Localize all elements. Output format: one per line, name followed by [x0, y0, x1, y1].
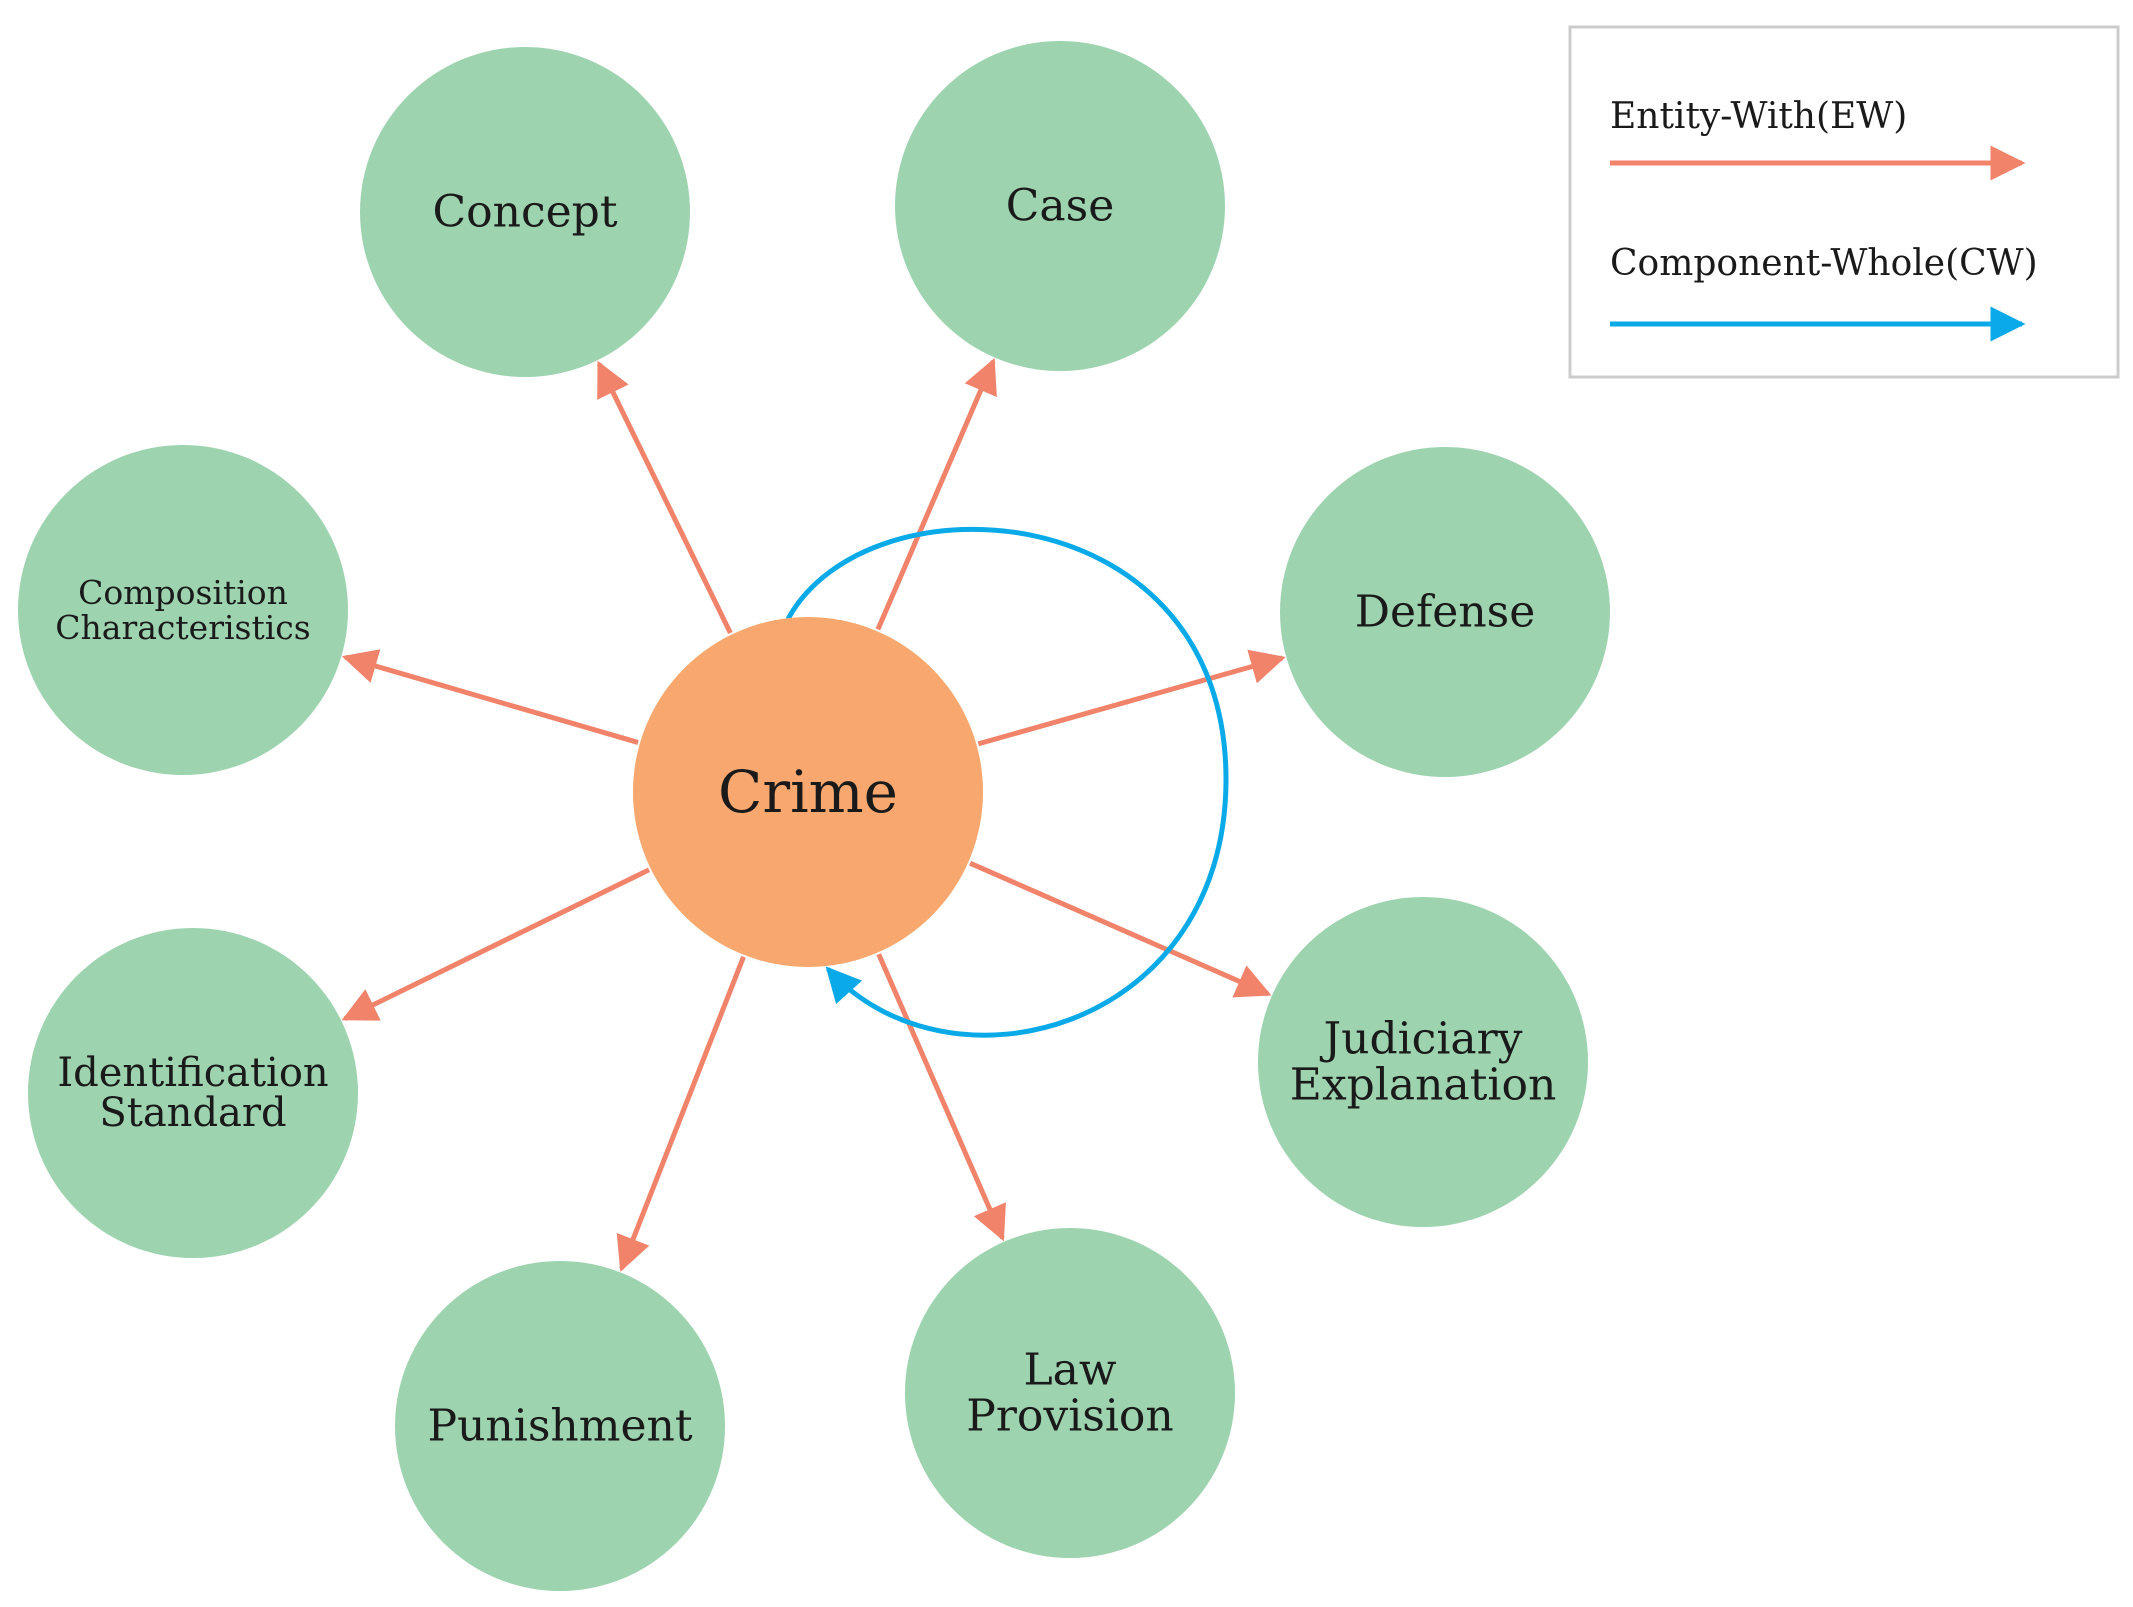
node-punishment: Punishment	[395, 1261, 725, 1591]
edge-crime-to-punishment	[616, 955, 746, 1272]
edge-crime-to-judiciary-explanation	[969, 860, 1272, 998]
edge-crime-to-composition-characteristics	[341, 649, 639, 745]
node-case: Case	[895, 41, 1225, 371]
legend-label-cw: Component-Whole(CW)	[1610, 243, 2038, 284]
legend-box	[1568, 25, 2120, 379]
node-label-law-provision-line-0: Law	[1023, 1345, 1116, 1396]
edge-crime-to-concept	[596, 360, 733, 635]
node-label-composition-characteristics-line-1: Characteristics	[55, 608, 310, 647]
edge-crime-self-loop	[785, 526, 1229, 1038]
node-crime: Crime	[633, 617, 983, 967]
node-label-punishment-line-0: Punishment	[427, 1401, 692, 1452]
node-label-identification-standard-line-1: Standard	[99, 1090, 286, 1136]
node-circle-punishment	[395, 1261, 725, 1591]
node-label-composition-characteristics-line-0: Composition	[78, 573, 288, 612]
node-circle-judiciary-explanation	[1258, 897, 1588, 1227]
node-circle-concept	[360, 47, 690, 377]
node-concept: Concept	[360, 47, 690, 377]
node-label-defense-line-0: Defense	[1355, 587, 1536, 638]
edge-crime-to-law-provision	[876, 953, 1006, 1242]
edge-crime-to-defense	[977, 649, 1286, 747]
node-defense: Defense	[1280, 447, 1610, 777]
edge-crime-to-identification-standard	[341, 867, 651, 1021]
legend-label-ew: Entity-With(EW)	[1610, 96, 1907, 137]
node-circle-case	[895, 41, 1225, 371]
node-circle-crime	[633, 617, 983, 967]
node-label-case-line-0: Case	[1006, 181, 1115, 232]
node-label-crime-line-0: Crime	[718, 758, 898, 826]
node-label-law-provision-line-1: Provision	[966, 1391, 1174, 1442]
node-label-concept-line-0: Concept	[432, 187, 617, 238]
node-circle-identification-standard	[28, 928, 358, 1258]
edges-layer	[341, 358, 1286, 1272]
node-circle-composition-characteristics	[18, 445, 348, 775]
node-label-judiciary-explanation-line-0: Judiciary	[1319, 1014, 1522, 1065]
node-circle-law-provision	[905, 1228, 1235, 1558]
node-label-identification-standard-line-0: Identification	[57, 1050, 328, 1096]
node-circle-defense	[1280, 447, 1610, 777]
legend: Entity-With(EW) Component-Whole(CW)	[1568, 25, 2120, 379]
edge-crime-to-case	[875, 358, 997, 631]
node-label-judiciary-explanation-line-1: Explanation	[1290, 1060, 1557, 1111]
